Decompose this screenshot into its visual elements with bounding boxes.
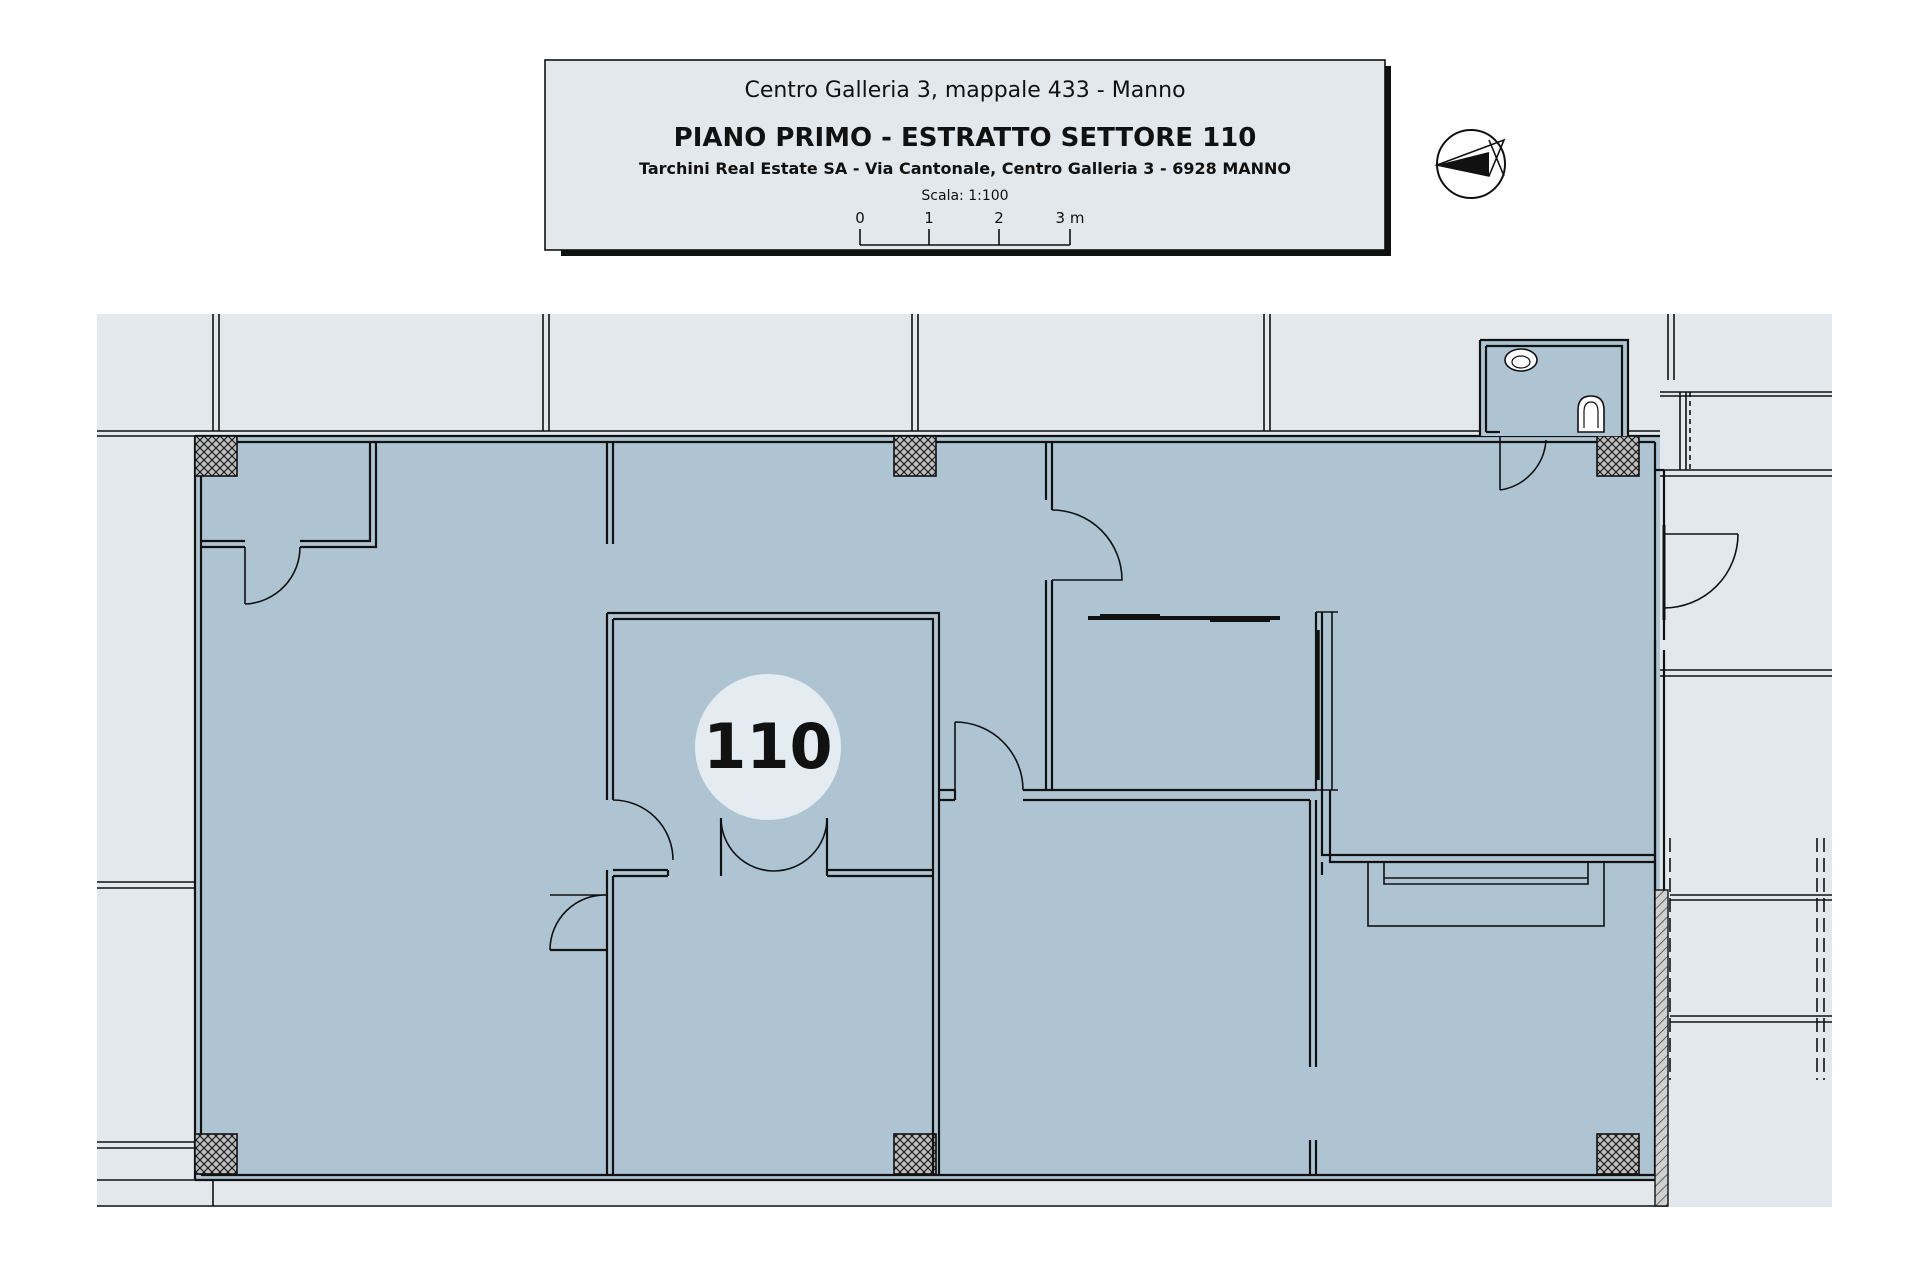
sector-badge: 110 <box>695 674 841 820</box>
scale-label: Scala: 1:100 <box>921 188 1008 204</box>
company-text: Tarchini Real Estate SA - Via Cantonale,… <box>639 159 1291 178</box>
scale-tick-label: 2 <box>994 209 1004 227</box>
plan-title: PIANO PRIMO - ESTRATTO SETTORE 110 <box>674 123 1257 153</box>
column <box>194 1133 238 1175</box>
column <box>1596 1133 1640 1175</box>
north-arrow-icon <box>1434 129 1506 199</box>
wc-room <box>1478 338 1630 491</box>
column <box>893 435 937 477</box>
address-text: Centro Galleria 3, mappale 433 - Manno <box>744 78 1185 103</box>
column <box>1596 435 1640 477</box>
column <box>194 435 238 477</box>
scale-bar: 0 1 2 3 m <box>855 209 1085 246</box>
toilet-icon <box>1577 395 1605 433</box>
title-block-frame <box>544 59 1386 251</box>
column <box>893 1133 937 1175</box>
interior-walls <box>201 442 1739 1175</box>
sector-number: 110 <box>703 710 832 783</box>
title-block: Centro Galleria 3, mappale 433 - Manno P… <box>544 59 1391 256</box>
structural-columns <box>194 435 1640 1175</box>
washbasin-icon <box>1504 348 1538 372</box>
scale-tick-label: 3 m <box>1056 209 1085 227</box>
scale-tick-label: 0 <box>855 209 865 227</box>
scale-tick-label: 1 <box>924 209 934 227</box>
